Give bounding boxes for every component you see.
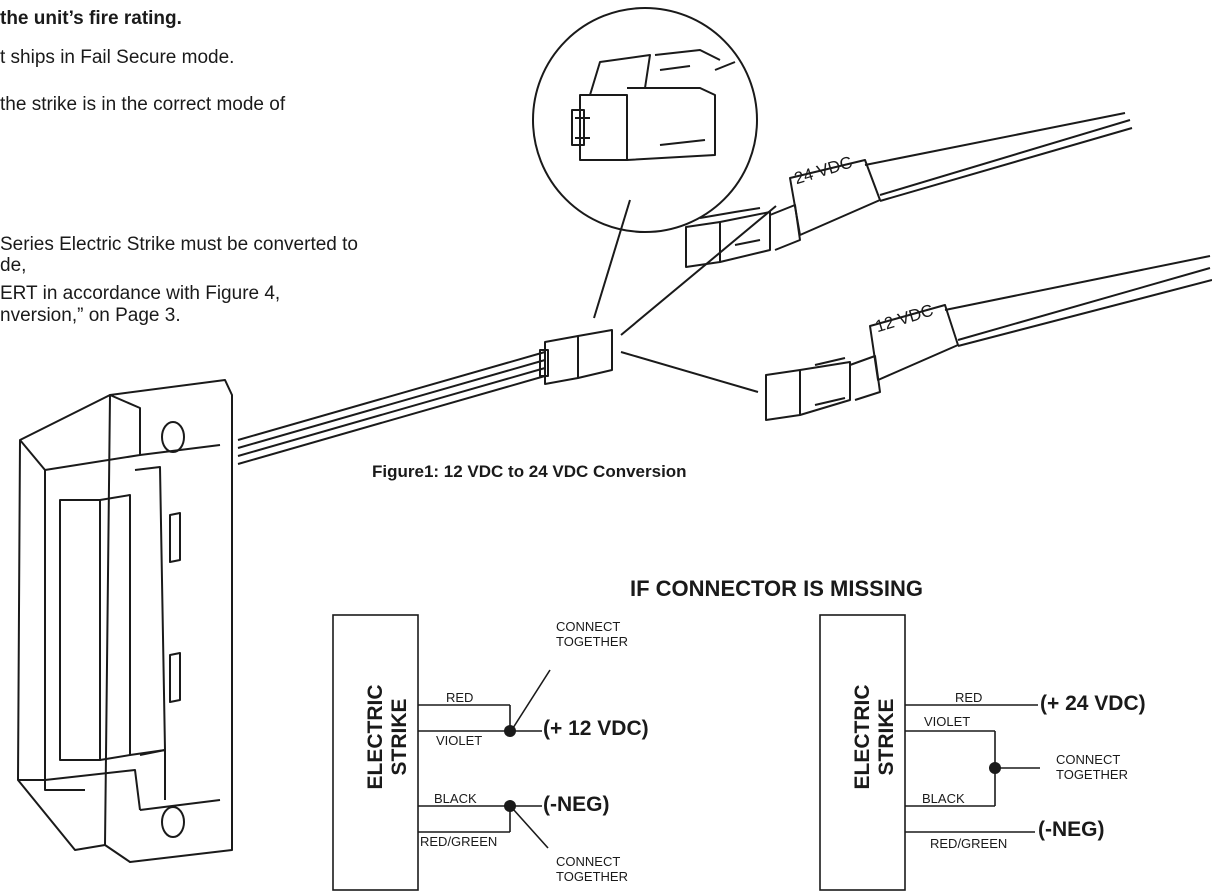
left-strike-label-2: STRIKE [388, 698, 411, 776]
right-positive-24vdc: (+ 24 VDC) [1040, 692, 1146, 715]
junction-dot-positive [504, 725, 516, 737]
connector-24vdc [685, 112, 1133, 268]
left-wire-red: RED [446, 690, 474, 705]
junction-dot-negative [504, 800, 516, 812]
right-connect-2: TOGETHER [1056, 767, 1128, 782]
wiring-diagram-right [819, 614, 1040, 891]
left-connect-top-2: TOGETHER [556, 634, 628, 649]
connector-closeup [571, 49, 736, 161]
left-connect-top-1: CONNECT [556, 619, 621, 634]
left-positive-12vdc: (+ 12 VDC) [543, 717, 649, 740]
left-connect-bottom-2: TOGETHER [556, 869, 628, 884]
instruction-line-series-converted: Series Electric Strike must be converted… [0, 234, 358, 255]
magnifier-leader-line [593, 199, 631, 319]
right-wire-red-green: RED/GREEN [930, 836, 1008, 851]
instruction-line-page3: nversion,” on Page 3. [0, 305, 181, 326]
instruction-line-figure4: ERT in accordance with Figure 4, [0, 283, 281, 304]
main-connector [237, 329, 613, 465]
instruction-line-fire-rating: the unit’s fire rating. [0, 8, 182, 29]
right-strike-label-2: STRIKE [875, 698, 898, 776]
right-negative: (-NEG) [1038, 818, 1105, 841]
right-wire-violet: VIOLET [924, 714, 971, 729]
junction-dot-connect [989, 762, 1001, 774]
left-negative: (-NEG) [543, 793, 610, 816]
electric-strike-body [17, 379, 233, 863]
right-connect-1: CONNECT [1056, 752, 1121, 767]
left-wire-black: BLACK [434, 791, 477, 806]
figure-caption: Figure1: 12 VDC to 24 VDC Conversion [372, 462, 687, 481]
right-wire-red: RED [955, 690, 983, 705]
instruction-line-fail-secure: t ships in Fail Secure mode. [0, 47, 235, 68]
instruction-line-correct-mode: the strike is in the correct mode of [0, 94, 286, 115]
magnifier-circle [532, 7, 758, 233]
right-wire-black: BLACK [922, 791, 965, 806]
left-strike-label-1: ELECTRIC [364, 684, 387, 790]
left-wire-violet: VIOLET [436, 733, 483, 748]
left-connect-bottom-1: CONNECT [556, 854, 621, 869]
right-strike-label-1: ELECTRIC [851, 684, 874, 790]
connector-12vdc [765, 255, 1212, 421]
wiring-heading: IF CONNECTOR IS MISSING [630, 576, 923, 601]
left-wire-red-green: RED/GREEN [420, 834, 498, 849]
instruction-line-mode: de, [0, 255, 27, 276]
